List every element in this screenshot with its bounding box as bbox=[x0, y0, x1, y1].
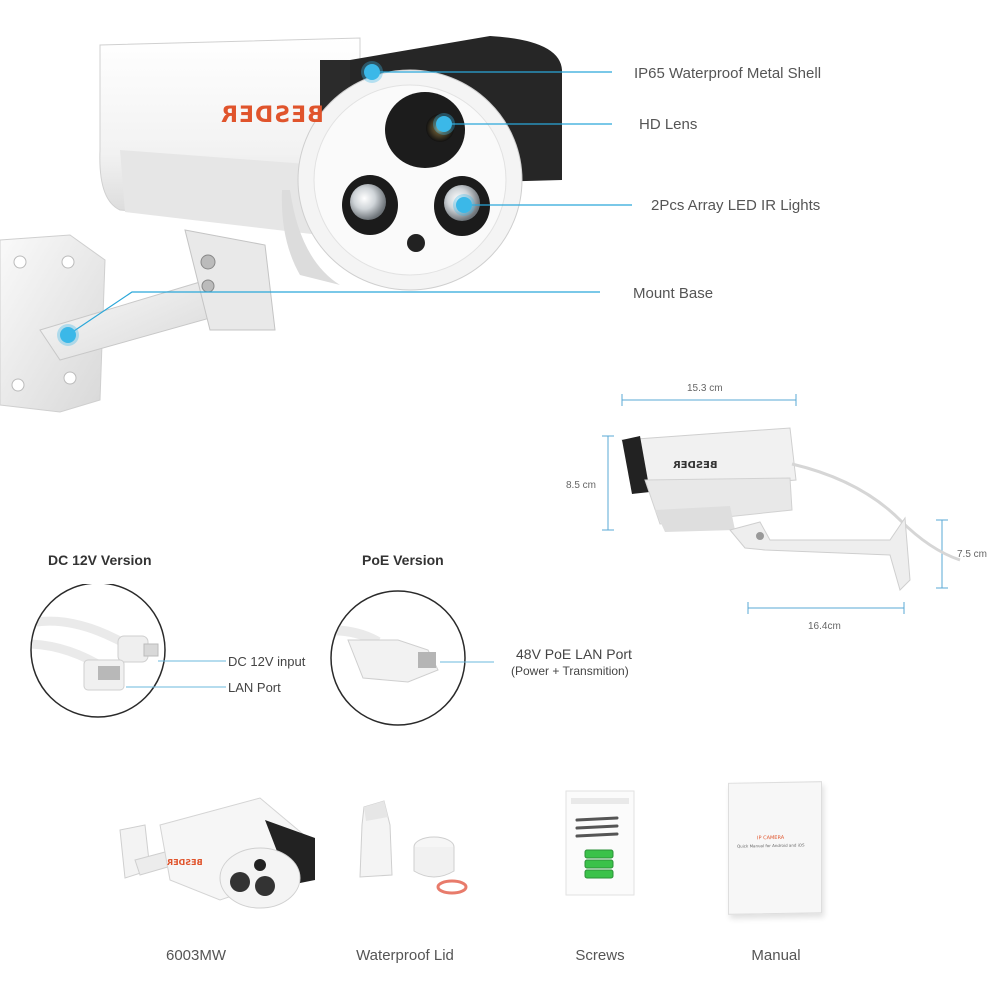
callout-mount-label: Mount Base bbox=[633, 285, 714, 302]
callout-dot-icon bbox=[436, 116, 452, 132]
poe-connector-illustration bbox=[330, 590, 494, 726]
dc-input-port-label: DC 12V input bbox=[228, 654, 306, 669]
callout-ir-label: 2Pcs Array LED IR Lights bbox=[651, 197, 821, 214]
dim-length-bottom: 16.4cm bbox=[808, 621, 841, 632]
dim-height: 8.5 cm bbox=[566, 480, 597, 491]
package-camera-illustration bbox=[119, 797, 315, 909]
callout-lines bbox=[67, 71, 632, 336]
dc-version-title: DC 12V Version bbox=[48, 552, 152, 568]
callout-dot-icon bbox=[456, 197, 472, 213]
main-camera-illustration bbox=[0, 36, 562, 413]
callout-dot-icon bbox=[364, 64, 380, 80]
callout-dot-icon bbox=[60, 327, 76, 343]
package-brand-logo: BESDER bbox=[167, 858, 203, 867]
manual-booklet-illustration: IP CAMERA Quick Manual for Android and i… bbox=[728, 781, 822, 915]
poe-power-note: (Power + Transmition) bbox=[511, 664, 629, 678]
dimension-brand-logo: BESDER bbox=[673, 460, 718, 471]
manual-cover-title: IP CAMERA bbox=[757, 834, 785, 842]
dimension-camera-illustration bbox=[602, 394, 961, 614]
waterproof-lid-illustration bbox=[359, 800, 468, 895]
manual-cover-subtitle: Quick Manual for Android and iOS bbox=[737, 842, 805, 849]
caption-screws: Screws bbox=[575, 947, 625, 964]
dim-length-top: 15.3 cm bbox=[687, 383, 723, 394]
callout-shell-label: IP65 Waterproof Metal Shell bbox=[634, 65, 822, 82]
poe-version-title: PoE Version bbox=[362, 552, 444, 568]
screw-pack-illustration bbox=[565, 790, 635, 896]
dc-lan-port-label: LAN Port bbox=[228, 680, 281, 695]
caption-manual: Manual bbox=[751, 947, 801, 964]
poe-lan-port-label: 48V PoE LAN Port bbox=[516, 646, 632, 662]
callout-lens-label: HD Lens bbox=[639, 116, 698, 133]
dim-bracket-height: 7.5 cm bbox=[957, 549, 988, 560]
caption-lid: Waterproof Lid bbox=[356, 947, 454, 964]
caption-camera: 6003MW bbox=[165, 947, 227, 964]
dc-connector-illustration bbox=[30, 584, 226, 718]
